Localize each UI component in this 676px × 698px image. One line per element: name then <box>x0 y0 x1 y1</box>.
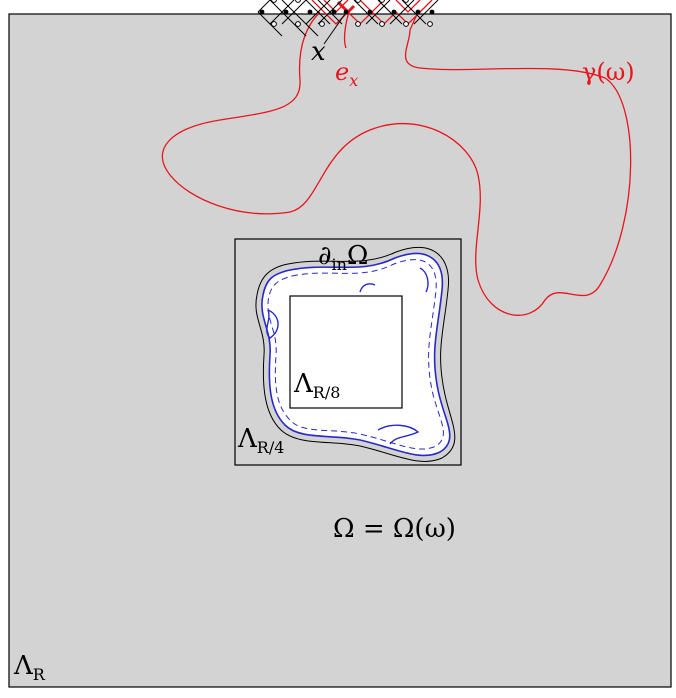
label-mid-box: ΛR/4 <box>237 424 284 457</box>
lattice-points-open <box>271 0 433 27</box>
inner-region-outline <box>255 247 456 462</box>
inner-region-dashed <box>267 259 444 450</box>
small-box <box>289 295 403 409</box>
tendril-top <box>359 283 376 293</box>
label-edge: ex <box>335 58 358 90</box>
tendril-bottom <box>377 424 420 445</box>
label-small-box: ΛR/8 <box>293 369 340 402</box>
label-inner-boundary: ∂inΩ <box>318 241 368 274</box>
label-gamma: γ(ω) <box>582 58 635 86</box>
label-big-box: ΛR <box>13 651 46 684</box>
x-pointer <box>323 13 346 45</box>
gamma-curve <box>161 11 632 316</box>
black-lattice <box>257 0 439 37</box>
label-x: x <box>311 37 326 67</box>
tendril-right <box>419 267 429 293</box>
label-domain: Ω = Ω(ω) <box>333 514 456 544</box>
lattice-points-filled <box>259 9 435 15</box>
tendril-left <box>266 309 279 339</box>
